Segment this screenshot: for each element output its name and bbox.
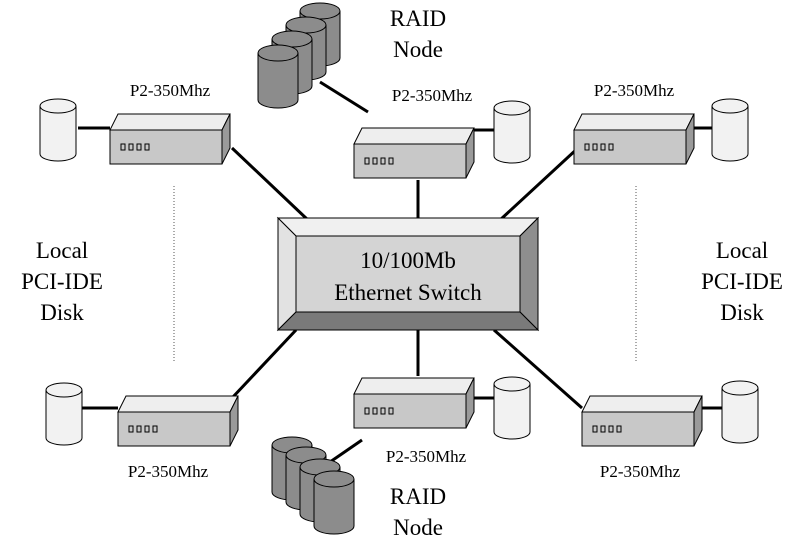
node-label: P2-350Mhz xyxy=(386,447,467,466)
raid-bottom-label-line1: RAID xyxy=(390,484,446,509)
raid-top-label-line2: Node xyxy=(393,37,443,62)
node-label: P2-350Mhz xyxy=(600,462,681,481)
node-top-left: P2-350Mhz xyxy=(39,81,231,165)
node-bottom-right: P2-350Mhz xyxy=(581,380,759,481)
raid-array-bottom xyxy=(271,436,355,535)
node-label: P2-350Mhz xyxy=(594,81,675,100)
local-disk-label-left-1: Local xyxy=(36,238,88,263)
node-label: P2-350Mhz xyxy=(128,462,209,481)
raid-bottom-label-line2: Node xyxy=(393,515,443,540)
node-bottom-center: P2-350Mhz xyxy=(353,376,531,466)
network-links xyxy=(230,146,583,410)
local-disk-label-right-1: Local xyxy=(716,238,768,263)
node-top-right: P2-350Mhz xyxy=(573,81,749,165)
disk-icon xyxy=(493,376,531,440)
local-disk-label-left-2: PCI-IDE xyxy=(21,269,103,294)
switch-label-line2: Ethernet Switch xyxy=(334,280,482,305)
disk-icon xyxy=(45,382,83,446)
ethernet-switch: 10/100Mb Ethernet Switch xyxy=(276,216,540,332)
switch-label-line1: 10/100Mb xyxy=(360,248,456,273)
local-disk-label-right-3: Disk xyxy=(720,300,764,325)
node-bottom-left: P2-350Mhz xyxy=(45,382,239,481)
node-label: P2-350Mhz xyxy=(392,86,473,105)
local-disk-label-right-2: PCI-IDE xyxy=(701,269,783,294)
disk-icon xyxy=(711,98,749,162)
disk-icon xyxy=(39,98,77,162)
raid-array-top xyxy=(257,2,341,109)
node-top-center: P2-350Mhz xyxy=(353,86,531,179)
raid-top-label-line1: RAID xyxy=(390,6,446,31)
disk-icon xyxy=(721,380,759,444)
local-disk-label-left-3: Disk xyxy=(40,300,84,325)
disk-icon xyxy=(493,100,531,164)
node-label: P2-350Mhz xyxy=(130,81,211,100)
